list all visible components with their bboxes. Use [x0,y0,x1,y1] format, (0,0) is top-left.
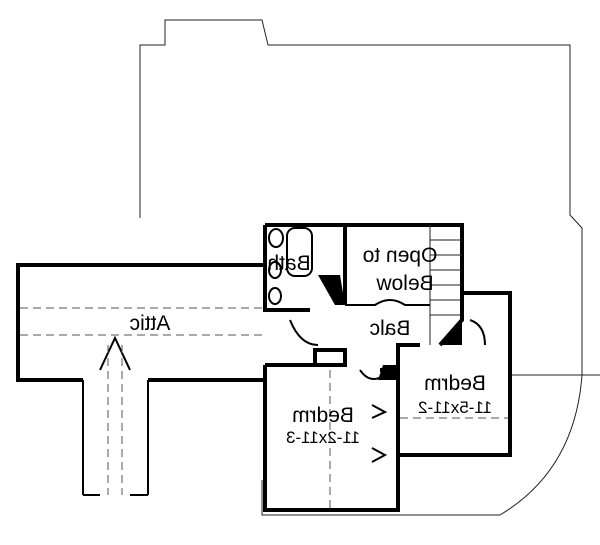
door-swing [289,319,319,346]
roof-outline [139,19,583,516]
open-to-below-label: Open to [363,244,438,267]
stairs [429,225,462,345]
door-swing [359,369,386,380]
dormer [82,335,149,496]
sink-icon [268,287,282,305]
attic-walls [16,263,265,382]
bathtub [286,227,313,277]
open-to-below-label-2: Below [376,272,434,295]
bath-label: Bath [267,252,310,275]
wall-fill [440,322,462,345]
sink-icon [268,261,282,279]
balcony-label: Balc [370,317,411,340]
bedroom-right-walls [396,291,512,457]
toilet-icon [268,228,284,248]
attic-label: Attic [130,312,171,335]
door-swing [469,319,486,346]
wall-fill [318,275,345,305]
balcony-rail [345,299,430,306]
bedroom-right-size: 11-5x11-2 [418,398,492,417]
closet-door [371,404,388,463]
bedroom-left-size: 11-2x11-3 [286,428,360,447]
bedroom-right-label: Bedrm [424,372,486,395]
bedroom-left-label: Bedrm [292,404,354,427]
